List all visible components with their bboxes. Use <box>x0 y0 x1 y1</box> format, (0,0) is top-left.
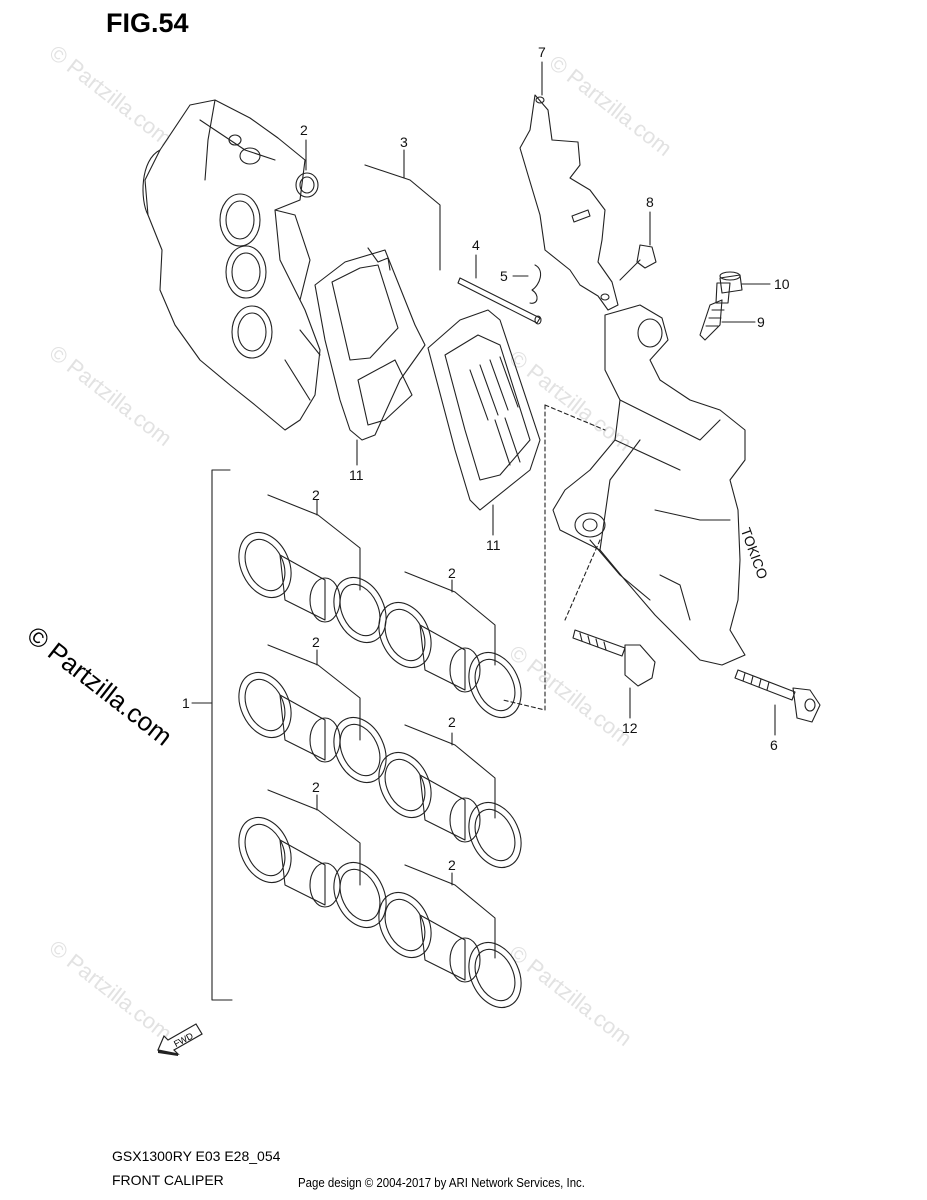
piston-set <box>378 724 522 868</box>
bleeder-valve <box>699 282 731 341</box>
callout-9: 9 <box>757 314 765 330</box>
callout-8: 8 <box>646 194 654 210</box>
page-footer: Page design © 2004-2017 by ARI Network S… <box>298 1175 585 1190</box>
model-code: GSX1300RY E03 E28_054 <box>112 1148 281 1164</box>
caliper-outer-half <box>142 99 321 431</box>
callout-2: 2 <box>448 565 456 581</box>
diagram-caption: FRONT CALIPER <box>112 1172 224 1188</box>
callout-11: 11 <box>486 537 501 553</box>
callout-2: 2 <box>312 634 320 650</box>
callout-11: 11 <box>349 467 364 483</box>
caliper-bolt <box>734 669 821 723</box>
piston-set <box>238 644 387 783</box>
figure-title: FIG.54 <box>106 8 189 38</box>
brake-pad <box>427 309 541 511</box>
callout-2: 2 <box>448 714 456 730</box>
callout-6: 6 <box>770 737 778 753</box>
pad-spring-clip <box>529 264 542 304</box>
brake-pad <box>314 247 426 441</box>
callout-5: 5 <box>500 268 508 284</box>
caliper-brand-text: TOKICO <box>738 525 771 581</box>
callout-10: 10 <box>774 276 790 292</box>
caliper-inner-half <box>552 304 746 666</box>
mounting-bolt <box>572 629 656 687</box>
callout-7: 7 <box>538 44 546 60</box>
pad-pin <box>457 277 542 325</box>
callout-12: 12 <box>622 720 638 736</box>
piston-set <box>378 864 522 1008</box>
callout-2: 2 <box>300 122 308 138</box>
piston-set <box>378 571 522 718</box>
callout-2: 2 <box>312 487 320 503</box>
piston-set <box>238 789 387 928</box>
callout-2: 2 <box>448 857 456 873</box>
piston-set <box>238 494 387 643</box>
callout-3: 3 <box>400 134 408 150</box>
bleeder-cap <box>719 271 743 294</box>
fwd-arrow-icon: FWD <box>157 1023 203 1056</box>
callout-1: 1 <box>182 695 190 711</box>
seal-ring <box>295 172 319 198</box>
callout-4: 4 <box>472 237 480 253</box>
hose-bracket <box>519 94 619 311</box>
fwd-arrow: FWD <box>156 1020 206 1061</box>
callout-2: 2 <box>312 779 320 795</box>
bolt <box>619 244 657 281</box>
